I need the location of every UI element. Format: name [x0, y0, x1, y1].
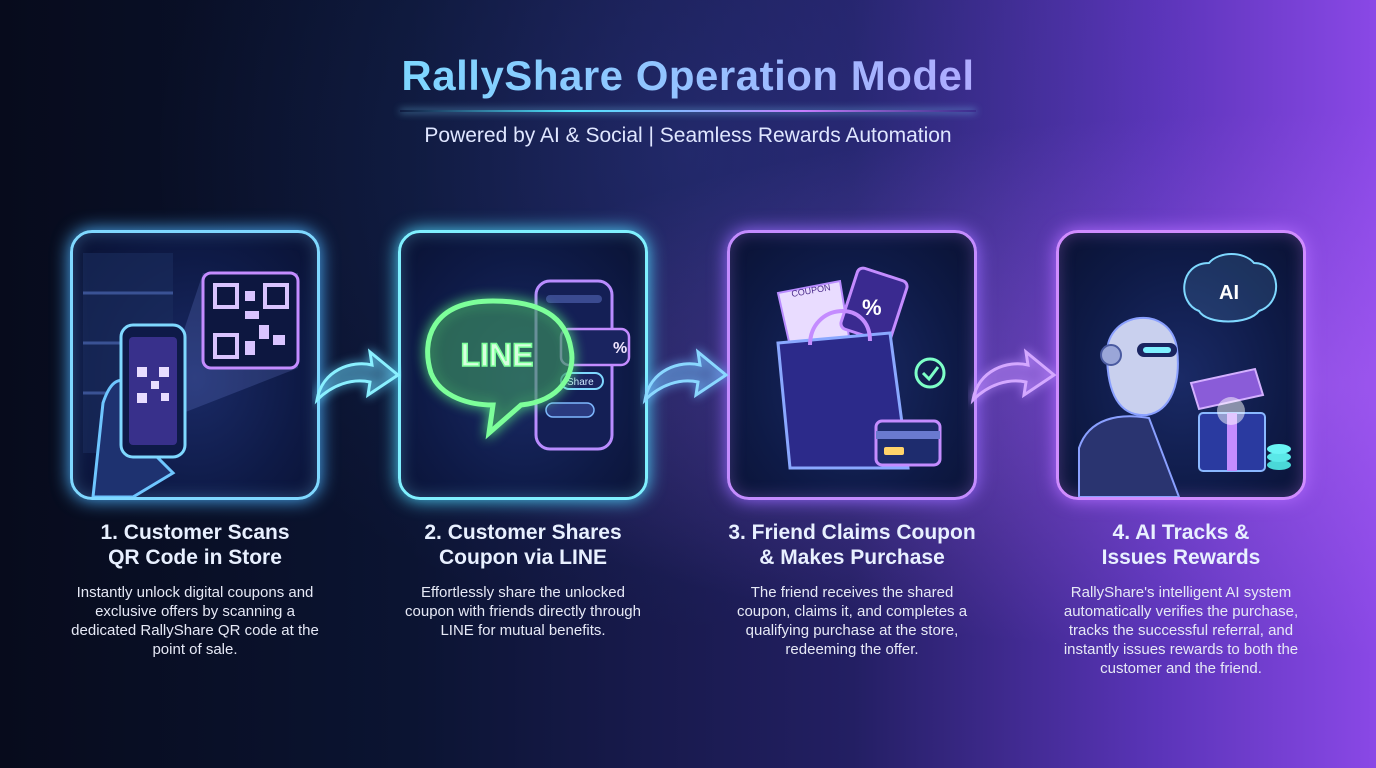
page-title: RallyShare Operation Model: [0, 52, 1376, 100]
page-subtitle: Powered by AI & Social | Seamless Reward…: [424, 124, 952, 147]
qr-scan-icon: [83, 253, 300, 497]
step-1-description: Instantly unlock digital coupons and exc…: [71, 584, 319, 658]
step-4-description: RallyShare's intelligent AI system autom…: [1063, 584, 1299, 677]
coupon-percent: %: [613, 340, 627, 357]
step-3-card: COUPON %: [727, 230, 977, 500]
title-divider: [400, 110, 976, 112]
shopping-bag-icon: COUPON %: [776, 266, 946, 470]
coupon-percent: %: [862, 295, 882, 320]
step-4-heading: 4. AI Tracks &Issues Rewards: [1101, 521, 1261, 569]
line-bubble-text: LINE: [461, 337, 534, 373]
step-1-card: [70, 230, 320, 500]
share-label: Share: [567, 377, 594, 388]
step-4-card: AI: [1056, 230, 1306, 500]
line-share-icon: % Share LINE: [425, 279, 631, 451]
step-2-description: Effortlessly share the unlocked coupon w…: [405, 584, 641, 639]
ai-robot-icon: AI: [1078, 253, 1291, 497]
ai-brain-label: AI: [1219, 282, 1239, 304]
step-3-heading: 3. Friend Claims Coupon& Makes Purchase: [728, 521, 976, 569]
flow-arrow-2: [642, 348, 729, 405]
flow-arrow-1: [314, 348, 401, 405]
flow-arrow-3: [970, 348, 1057, 405]
step-2-card: % Share LINE: [398, 230, 648, 500]
step-3-description: The friend receives the shared coupon, c…: [736, 584, 968, 658]
